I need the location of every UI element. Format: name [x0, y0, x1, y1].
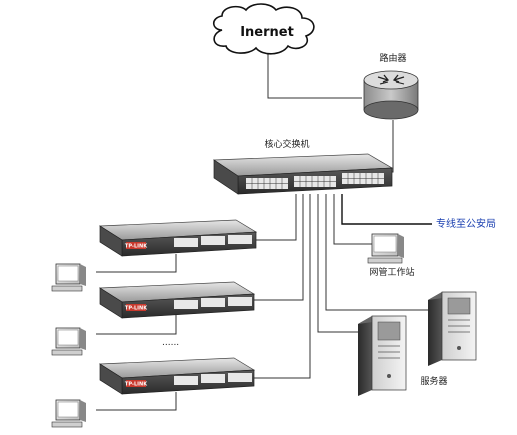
router-label: 路由器: [379, 52, 406, 64]
server-1: [358, 315, 407, 396]
servers-label: 服务器: [420, 375, 447, 387]
connection-lines: [96, 54, 432, 411]
core-switch-label: 核心交换机: [264, 138, 309, 150]
server-2: [428, 291, 477, 366]
switch-2-brand: TP-LINK: [125, 306, 148, 312]
internet-label: Inernet: [240, 25, 294, 40]
link-core-police: [341, 194, 432, 225]
link-internet-router: [267, 54, 362, 99]
management-workstation: 网管工作站: [367, 233, 415, 278]
link-core-switch3: [252, 194, 311, 379]
workstation-label: 网管工作站: [369, 266, 414, 278]
link-switch2-pc2: [96, 314, 177, 335]
police-line-label: 专线至公安局: [436, 217, 496, 230]
switch-3-brand: TP-LINK: [125, 382, 148, 388]
server-icon: [428, 292, 442, 366]
link-core-switch2: [252, 194, 304, 301]
client-pc-3: [51, 399, 86, 428]
link-switch1-pc1: [96, 254, 177, 273]
access-switch-3: TP-LINK: [98, 357, 256, 395]
internet-cloud: Inernet: [212, 3, 315, 55]
link-core-workstation: [333, 194, 372, 245]
core-switch: 核心交换机: [212, 138, 394, 195]
switch-1-brand: TP-LINK: [125, 244, 148, 250]
switch-1-ports: [174, 235, 252, 247]
access-switch-2: TP-LINK: [98, 281, 256, 319]
link-core-server2: [325, 194, 428, 311]
router: 路由器: [363, 52, 419, 120]
server-icon: [358, 316, 372, 396]
link-core-server1: [317, 194, 358, 333]
link-switch3-pc3: [96, 392, 177, 411]
switch-2-ports: [174, 297, 252, 309]
switch-3-ports: [174, 373, 252, 385]
router-icon: [363, 70, 419, 90]
access-switch-1: TP-LINK: [98, 219, 258, 257]
cloud-icon: [212, 3, 315, 55]
link-core-switch1: [256, 194, 297, 241]
client-pc-1: [51, 263, 86, 292]
ellipsis-more-switches: ......: [162, 338, 179, 348]
client-pc-2: [51, 327, 86, 356]
